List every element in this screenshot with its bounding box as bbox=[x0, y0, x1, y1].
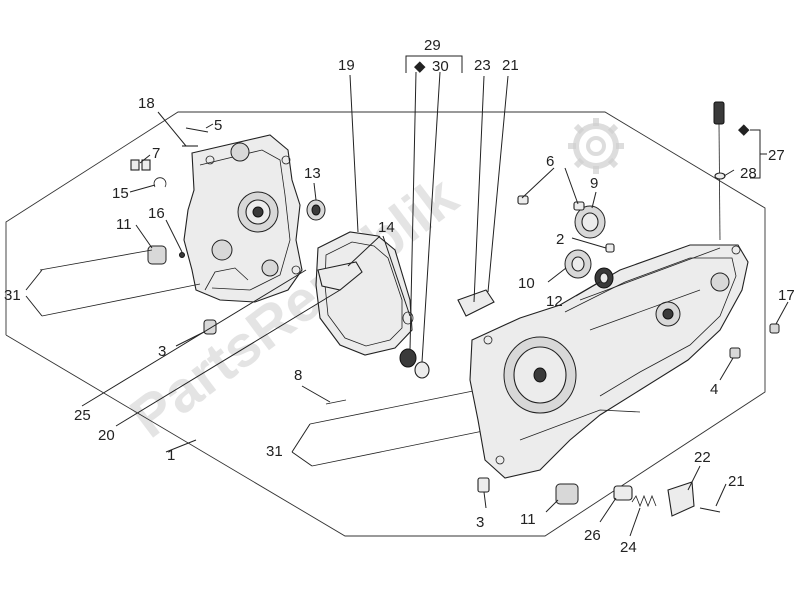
callout-4: 4 bbox=[710, 381, 718, 398]
bracket-plate bbox=[317, 261, 363, 291]
callout-3-left: 3 bbox=[158, 343, 166, 360]
callout-13: 13 bbox=[304, 165, 321, 182]
oil-seal bbox=[306, 199, 326, 221]
callout-10: 10 bbox=[518, 275, 535, 292]
callout-12: 12 bbox=[546, 293, 563, 310]
dipstick bbox=[713, 101, 726, 241]
callout-3-right: 3 bbox=[476, 514, 484, 531]
gasket bbox=[315, 231, 413, 356]
callout-16: 16 bbox=[148, 205, 165, 222]
callout-5: 5 bbox=[214, 117, 222, 134]
callout-14: 14 bbox=[378, 219, 395, 236]
studs-left bbox=[39, 249, 201, 317]
callout-7: 7 bbox=[152, 145, 160, 162]
leader-lines bbox=[25, 71, 789, 537]
studs-center bbox=[309, 389, 489, 467]
callout-24: 24 bbox=[620, 539, 637, 556]
left-small-parts bbox=[130, 127, 217, 335]
callout-31-left: 31 bbox=[4, 287, 21, 304]
callout-18: 18 bbox=[138, 95, 155, 112]
callout-26: 26 bbox=[584, 527, 601, 544]
main-crankcase bbox=[469, 244, 749, 479]
callout-30: 30 bbox=[432, 58, 449, 75]
bearings bbox=[517, 195, 615, 289]
kit-marker: ◆ bbox=[414, 58, 426, 75]
callout-11-left: 11 bbox=[116, 216, 132, 233]
callout-17: 17 bbox=[778, 287, 795, 304]
callout-23: 23 bbox=[474, 57, 491, 74]
callout-8: 8 bbox=[294, 367, 302, 384]
assembly-outline bbox=[5, 111, 766, 537]
callout-22: 22 bbox=[694, 449, 711, 466]
callout-15: 15 bbox=[112, 185, 129, 202]
right-small-parts bbox=[477, 323, 780, 517]
callout-2: 2 bbox=[556, 231, 564, 248]
gear-icon bbox=[568, 118, 624, 174]
left-crankcase-cover bbox=[183, 134, 303, 303]
breather-plate bbox=[457, 289, 495, 317]
callout-28: 28 bbox=[740, 165, 757, 182]
callout-9: 9 bbox=[590, 175, 598, 192]
kit-bracket-29-30: ◆ bbox=[405, 55, 463, 75]
callout-21-top: 21 bbox=[502, 57, 519, 74]
callout-11-right: 11 bbox=[520, 511, 536, 528]
kit-marker-27: ◆ bbox=[738, 121, 750, 138]
callout-21-bottom: 21 bbox=[728, 473, 745, 490]
callout-6: 6 bbox=[546, 153, 554, 170]
callout-29: 29 bbox=[424, 37, 441, 54]
callout-20: 20 bbox=[98, 427, 115, 444]
callout-31-center: 31 bbox=[266, 443, 283, 460]
callout-27: 27 bbox=[768, 147, 785, 164]
callout-25: 25 bbox=[74, 407, 91, 424]
center-seal bbox=[399, 311, 430, 379]
callout-19: 19 bbox=[338, 57, 355, 74]
callout-numbers: 1 2 3 3 4 5 6 7 8 9 10 11 11 12 13 14 15… bbox=[4, 37, 795, 556]
kit-bracket-27: ◆ bbox=[738, 121, 767, 179]
callout-1: 1 bbox=[167, 447, 175, 464]
